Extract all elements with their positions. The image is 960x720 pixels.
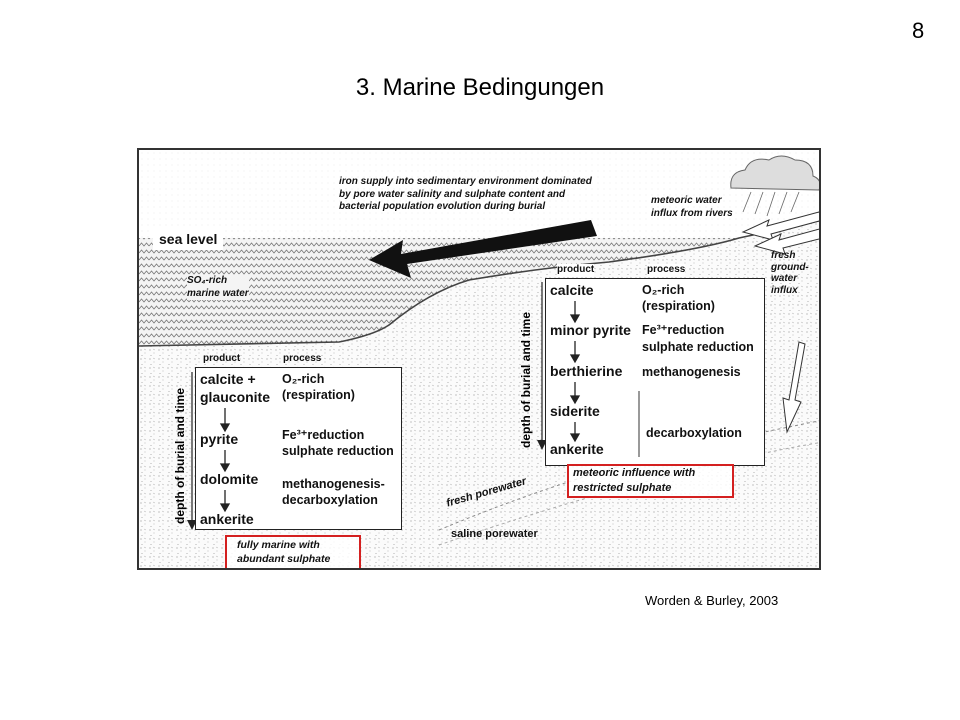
meteoric-product-2: minor pyrite xyxy=(550,322,631,340)
meteoric-water-note: meteoric water influx from rivers xyxy=(651,195,733,220)
marine-highlight-box: fully marine with abundant sulphate xyxy=(225,535,361,570)
iron-supply-note: iron supply into sedimentary environment… xyxy=(339,176,592,214)
marine-highlight-line-1: fully marine with xyxy=(237,539,320,552)
marine-process-header: process xyxy=(283,353,321,366)
marine-process-2: (respiration) xyxy=(282,388,355,404)
marine-process-1: O₂-rich xyxy=(282,372,324,388)
meteoric-process-4: sulphate reduction xyxy=(642,340,754,356)
meteoric-sequence-arrows xyxy=(568,279,582,465)
meteoric-process-6: decarboxylation xyxy=(646,426,742,442)
meteoric-depth-axis-label: depth of burial and time xyxy=(519,312,533,448)
meteoric-process-1: O₂-rich xyxy=(642,283,684,299)
marine-sequence-arrows xyxy=(218,368,232,528)
sea-level-label: sea level xyxy=(153,230,223,250)
meteoric-highlight-line-2: restricted sulphate xyxy=(573,482,671,496)
marine-water-label: SO₄-rich marine water xyxy=(187,275,249,300)
meteoric-process-5: methanogenesis xyxy=(642,365,741,381)
marine-process-6: decarboxylation xyxy=(282,493,378,509)
marine-process-3: Fe³⁺reduction xyxy=(282,428,364,444)
marine-product-header: product xyxy=(203,353,240,366)
slide-title: 3. Marine Bedingungen xyxy=(0,74,960,102)
meteoric-highlight-line-1: meteoric influence with xyxy=(573,467,695,481)
marine-product-2: glauconite xyxy=(200,389,270,407)
marine-process-4: sulphate reduction xyxy=(282,444,394,460)
meteoric-process-2: (respiration) xyxy=(642,299,715,315)
meteoric-panel: calcite minor pyrite berthierine siderit… xyxy=(545,278,765,466)
citation: Worden & Burley, 2003 xyxy=(645,593,778,608)
meteoric-highlight-box: meteoric influence with restricted sulph… xyxy=(567,464,734,498)
page-number: 8 xyxy=(912,18,924,44)
marine-panel: calcite + glauconite pyrite dolomite ank… xyxy=(195,367,402,530)
marine-highlight-line-2: abundant sulphate xyxy=(237,553,330,566)
meteoric-process-divider xyxy=(638,391,642,461)
marine-depth-axis-label: depth of burial and time xyxy=(173,388,187,524)
marine-process-5: methanogenesis- xyxy=(282,477,385,493)
saline-porewater-label: saline porewater xyxy=(451,528,538,542)
groundwater-note: fresh ground- water influx xyxy=(771,250,809,296)
meteoric-product-3: berthierine xyxy=(550,363,622,381)
diagram-figure: iron supply into sedimentary environment… xyxy=(137,148,821,570)
meteoric-process-header: process xyxy=(647,264,685,277)
meteoric-product-header: product xyxy=(557,264,594,277)
meteoric-process-3: Fe³⁺reduction xyxy=(642,323,724,339)
